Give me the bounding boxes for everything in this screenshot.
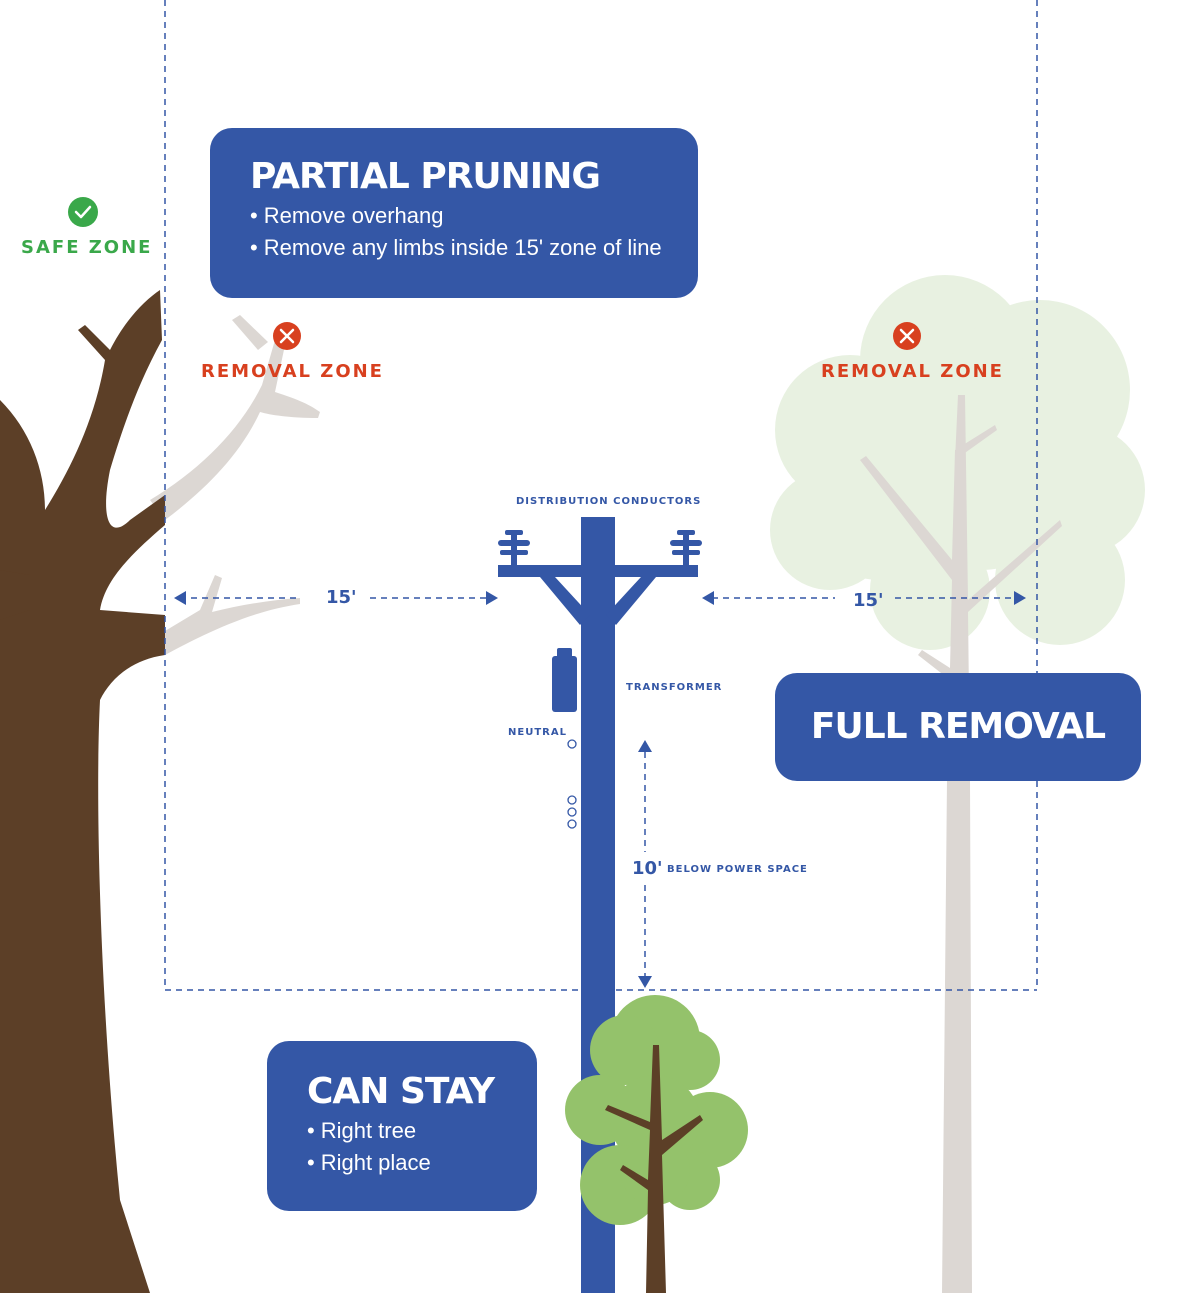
distribution-conductors-label: DISTRIBUTION CONDUCTORS — [516, 496, 702, 507]
right-tree-trunk — [860, 395, 1062, 1293]
partial-pruning-callout: PARTIAL PRUNING Remove overhang Remove a… — [210, 128, 698, 298]
removal-zone-label-right: REMOVAL ZONE — [821, 361, 1004, 382]
insulator-right — [670, 530, 702, 565]
removal-zone-label-left: REMOVAL ZONE — [201, 361, 384, 382]
left-clearance-label: 15' — [326, 587, 357, 608]
neutral-label: NEUTRAL — [508, 727, 567, 738]
right-tree-canopy — [770, 275, 1145, 650]
partial-pruning-title: PARTIAL PRUNING — [250, 156, 601, 197]
partial-pruning-bullets: Remove overhang Remove any limbs inside … — [250, 200, 698, 264]
transformer-label: TRANSFORMER — [626, 682, 723, 693]
vertical-clearance-arrow — [638, 740, 652, 988]
full-removal-callout: FULL REMOVAL — [775, 673, 1141, 781]
transformer-icon — [552, 648, 577, 712]
x-circle-icon — [893, 322, 921, 350]
left-tree — [0, 290, 165, 1293]
insulator-left — [498, 530, 530, 565]
safe-zone-label: SAFE ZONE — [21, 237, 153, 258]
small-tree — [565, 995, 748, 1293]
check-circle-icon — [68, 197, 98, 227]
neutral-attachments — [567, 739, 577, 829]
vertical-clearance-note: BELOW POWER SPACE — [667, 864, 808, 875]
vertical-clearance-label: 10' — [632, 858, 663, 879]
bullet-item: Right tree — [307, 1115, 537, 1147]
can-stay-bullets: Right tree Right place — [307, 1115, 537, 1179]
full-removal-title: FULL REMOVAL — [810, 706, 1106, 747]
bullet-item: Right place — [307, 1147, 537, 1179]
bullet-item: Remove any limbs inside 15' zone of line — [250, 232, 698, 264]
clearance-boundary — [164, 0, 1038, 991]
left-tree-ghost-branches — [150, 315, 320, 655]
right-clearance-label: 15' — [853, 590, 884, 611]
x-circle-icon — [273, 322, 301, 350]
left-clearance-arrow — [174, 591, 498, 605]
can-stay-callout: CAN STAY Right tree Right place — [267, 1041, 537, 1211]
bullet-item: Remove overhang — [250, 200, 698, 232]
can-stay-title: CAN STAY — [307, 1071, 495, 1112]
right-clearance-arrow — [702, 591, 1026, 605]
